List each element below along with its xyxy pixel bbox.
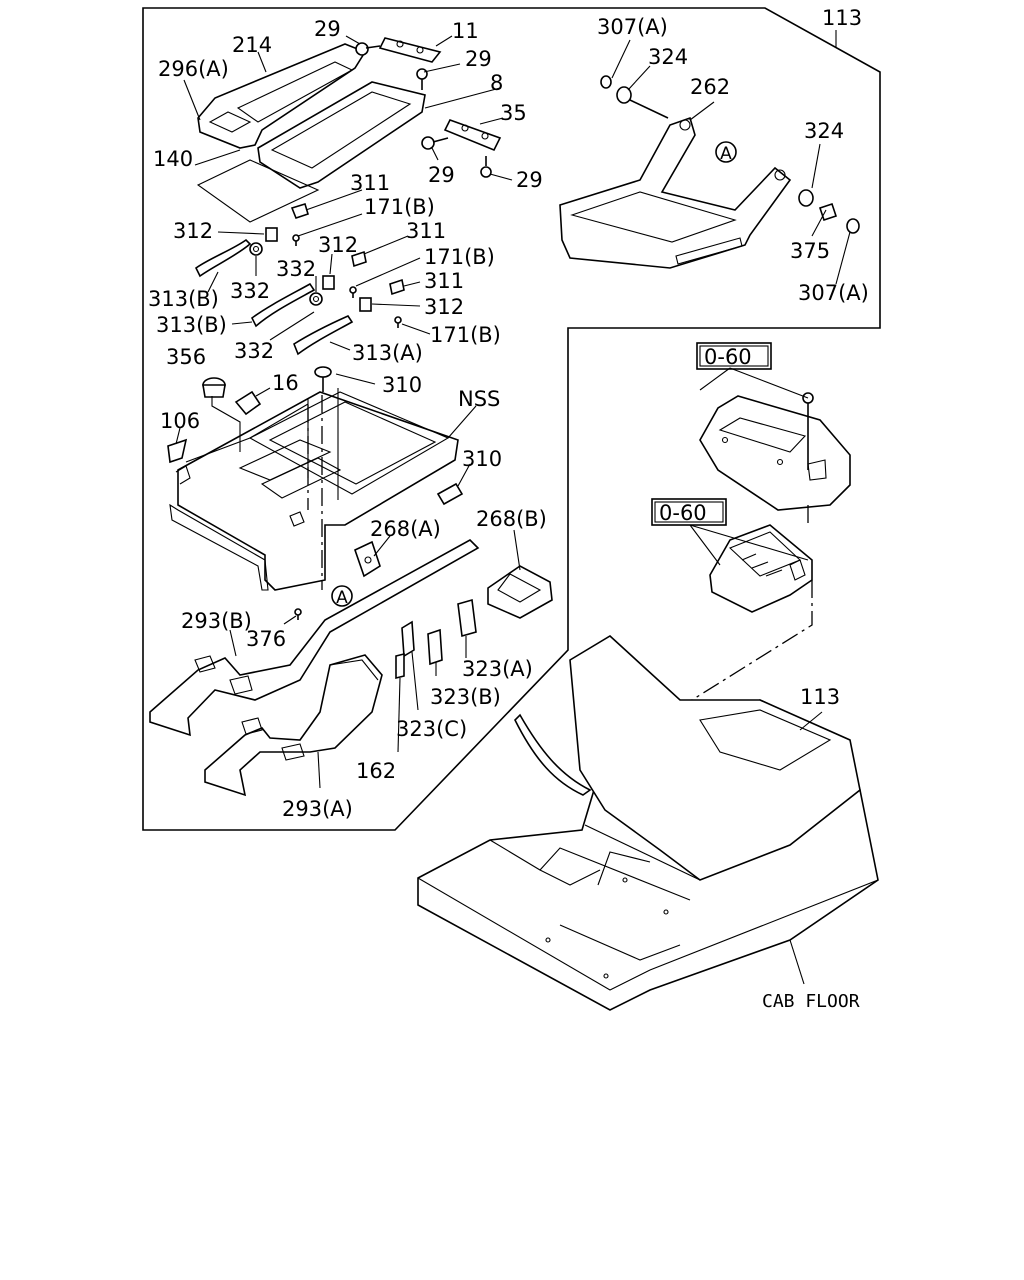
small-fasteners (249, 202, 405, 328)
ref-box-2 (651, 498, 727, 526)
label-268a: 268(A) (370, 517, 441, 541)
straps-313 (194, 238, 354, 356)
bolt-310-side (436, 482, 464, 506)
console-body (169, 388, 459, 591)
label-311: 311 (406, 219, 446, 243)
label-313a: 313(A) (352, 341, 423, 365)
grommets-324-307 (600, 75, 860, 234)
label-29: 29 (428, 163, 455, 187)
label-293a: 293(A) (282, 797, 353, 821)
label-324: 324 (804, 119, 844, 143)
clip-106 (167, 438, 188, 464)
label-29: 29 (314, 17, 341, 41)
label-311: 311 (424, 269, 464, 293)
part-labels: 113 29 11 214 296(A) 29 8 35 140 29 29 3… (148, 6, 869, 1012)
lid-214 (197, 43, 367, 149)
ref-box-1 (696, 342, 772, 370)
label-293b: 293(B) (181, 609, 252, 633)
label-307a: 307(A) (798, 281, 869, 305)
label-29: 29 (465, 47, 492, 71)
label-310: 310 (462, 447, 502, 471)
bracket-268b (487, 565, 553, 619)
label-171b: 171(B) (424, 245, 495, 269)
label-296a: 296(A) (158, 57, 229, 81)
hinge-35 (443, 119, 502, 152)
label-323b: 323(B) (430, 685, 501, 709)
frame-left-assembly (142, 7, 881, 831)
label-376: 376 (246, 627, 286, 651)
svg-text:A: A (336, 588, 348, 608)
label-332: 332 (234, 339, 274, 363)
leader-lines (175, 30, 851, 985)
screws-29 (355, 42, 492, 178)
label-312: 312 (318, 233, 358, 257)
label-313b: 313(B) (156, 313, 227, 337)
cover-assembly (699, 392, 851, 511)
bracket-268a (354, 540, 381, 578)
label-171b: 171(B) (364, 195, 435, 219)
label-cab-floor: CAB FLOOR (762, 991, 860, 1012)
cap-16 (234, 390, 262, 416)
label-16: 16 (272, 371, 299, 395)
label-106: 106 (160, 409, 200, 433)
clips-323 (401, 598, 477, 666)
label-375: 375 (790, 239, 830, 263)
label-11: 11 (452, 19, 479, 43)
circle-a-marker-2: A (715, 141, 737, 164)
label-113-console: 113 (800, 685, 840, 709)
label-268b: 268(B) (476, 507, 547, 531)
bolt-310-top (314, 366, 332, 392)
label-312: 312 (173, 219, 213, 243)
label-262: 262 (690, 75, 730, 99)
label-313b: 313(B) (148, 287, 219, 311)
label-ref-0-60: 0-60 (704, 345, 752, 369)
label-311: 311 (350, 171, 390, 195)
tray-262 (559, 116, 792, 269)
label-214: 214 (232, 33, 272, 57)
label-323a: 323(A) (462, 657, 533, 681)
label-nss: NSS (458, 387, 500, 411)
label-356: 356 (166, 345, 206, 369)
label-29: 29 (516, 168, 543, 192)
armrest-8 (257, 81, 426, 189)
label-332: 332 (230, 279, 270, 303)
label-171b: 171(B) (430, 323, 501, 347)
label-35: 35 (500, 101, 527, 125)
clip-162 (395, 652, 405, 680)
label-ref-0-60: 0-60 (659, 501, 707, 525)
label-113-top: 113 (822, 6, 862, 30)
label-324: 324 (648, 45, 688, 69)
switch-panel-assembly (709, 524, 813, 613)
circle-a-marker-1: A (331, 585, 353, 608)
label-312: 312 (424, 295, 464, 319)
label-332: 332 (276, 257, 316, 281)
label-140: 140 (153, 147, 193, 171)
hinge-11 (378, 37, 442, 63)
label-323c: 323(C) (396, 717, 467, 741)
label-307a: 307(A) (597, 15, 668, 39)
label-310: 310 (382, 373, 422, 397)
mat-140 (196, 159, 320, 223)
cap-356 (202, 377, 226, 398)
label-162: 162 (356, 759, 396, 783)
console-113 (514, 635, 861, 881)
svg-text:A: A (720, 144, 732, 164)
duct-293b (149, 539, 480, 737)
duct-293a (204, 654, 383, 797)
label-8: 8 (490, 71, 503, 95)
screw-376 (294, 608, 302, 620)
